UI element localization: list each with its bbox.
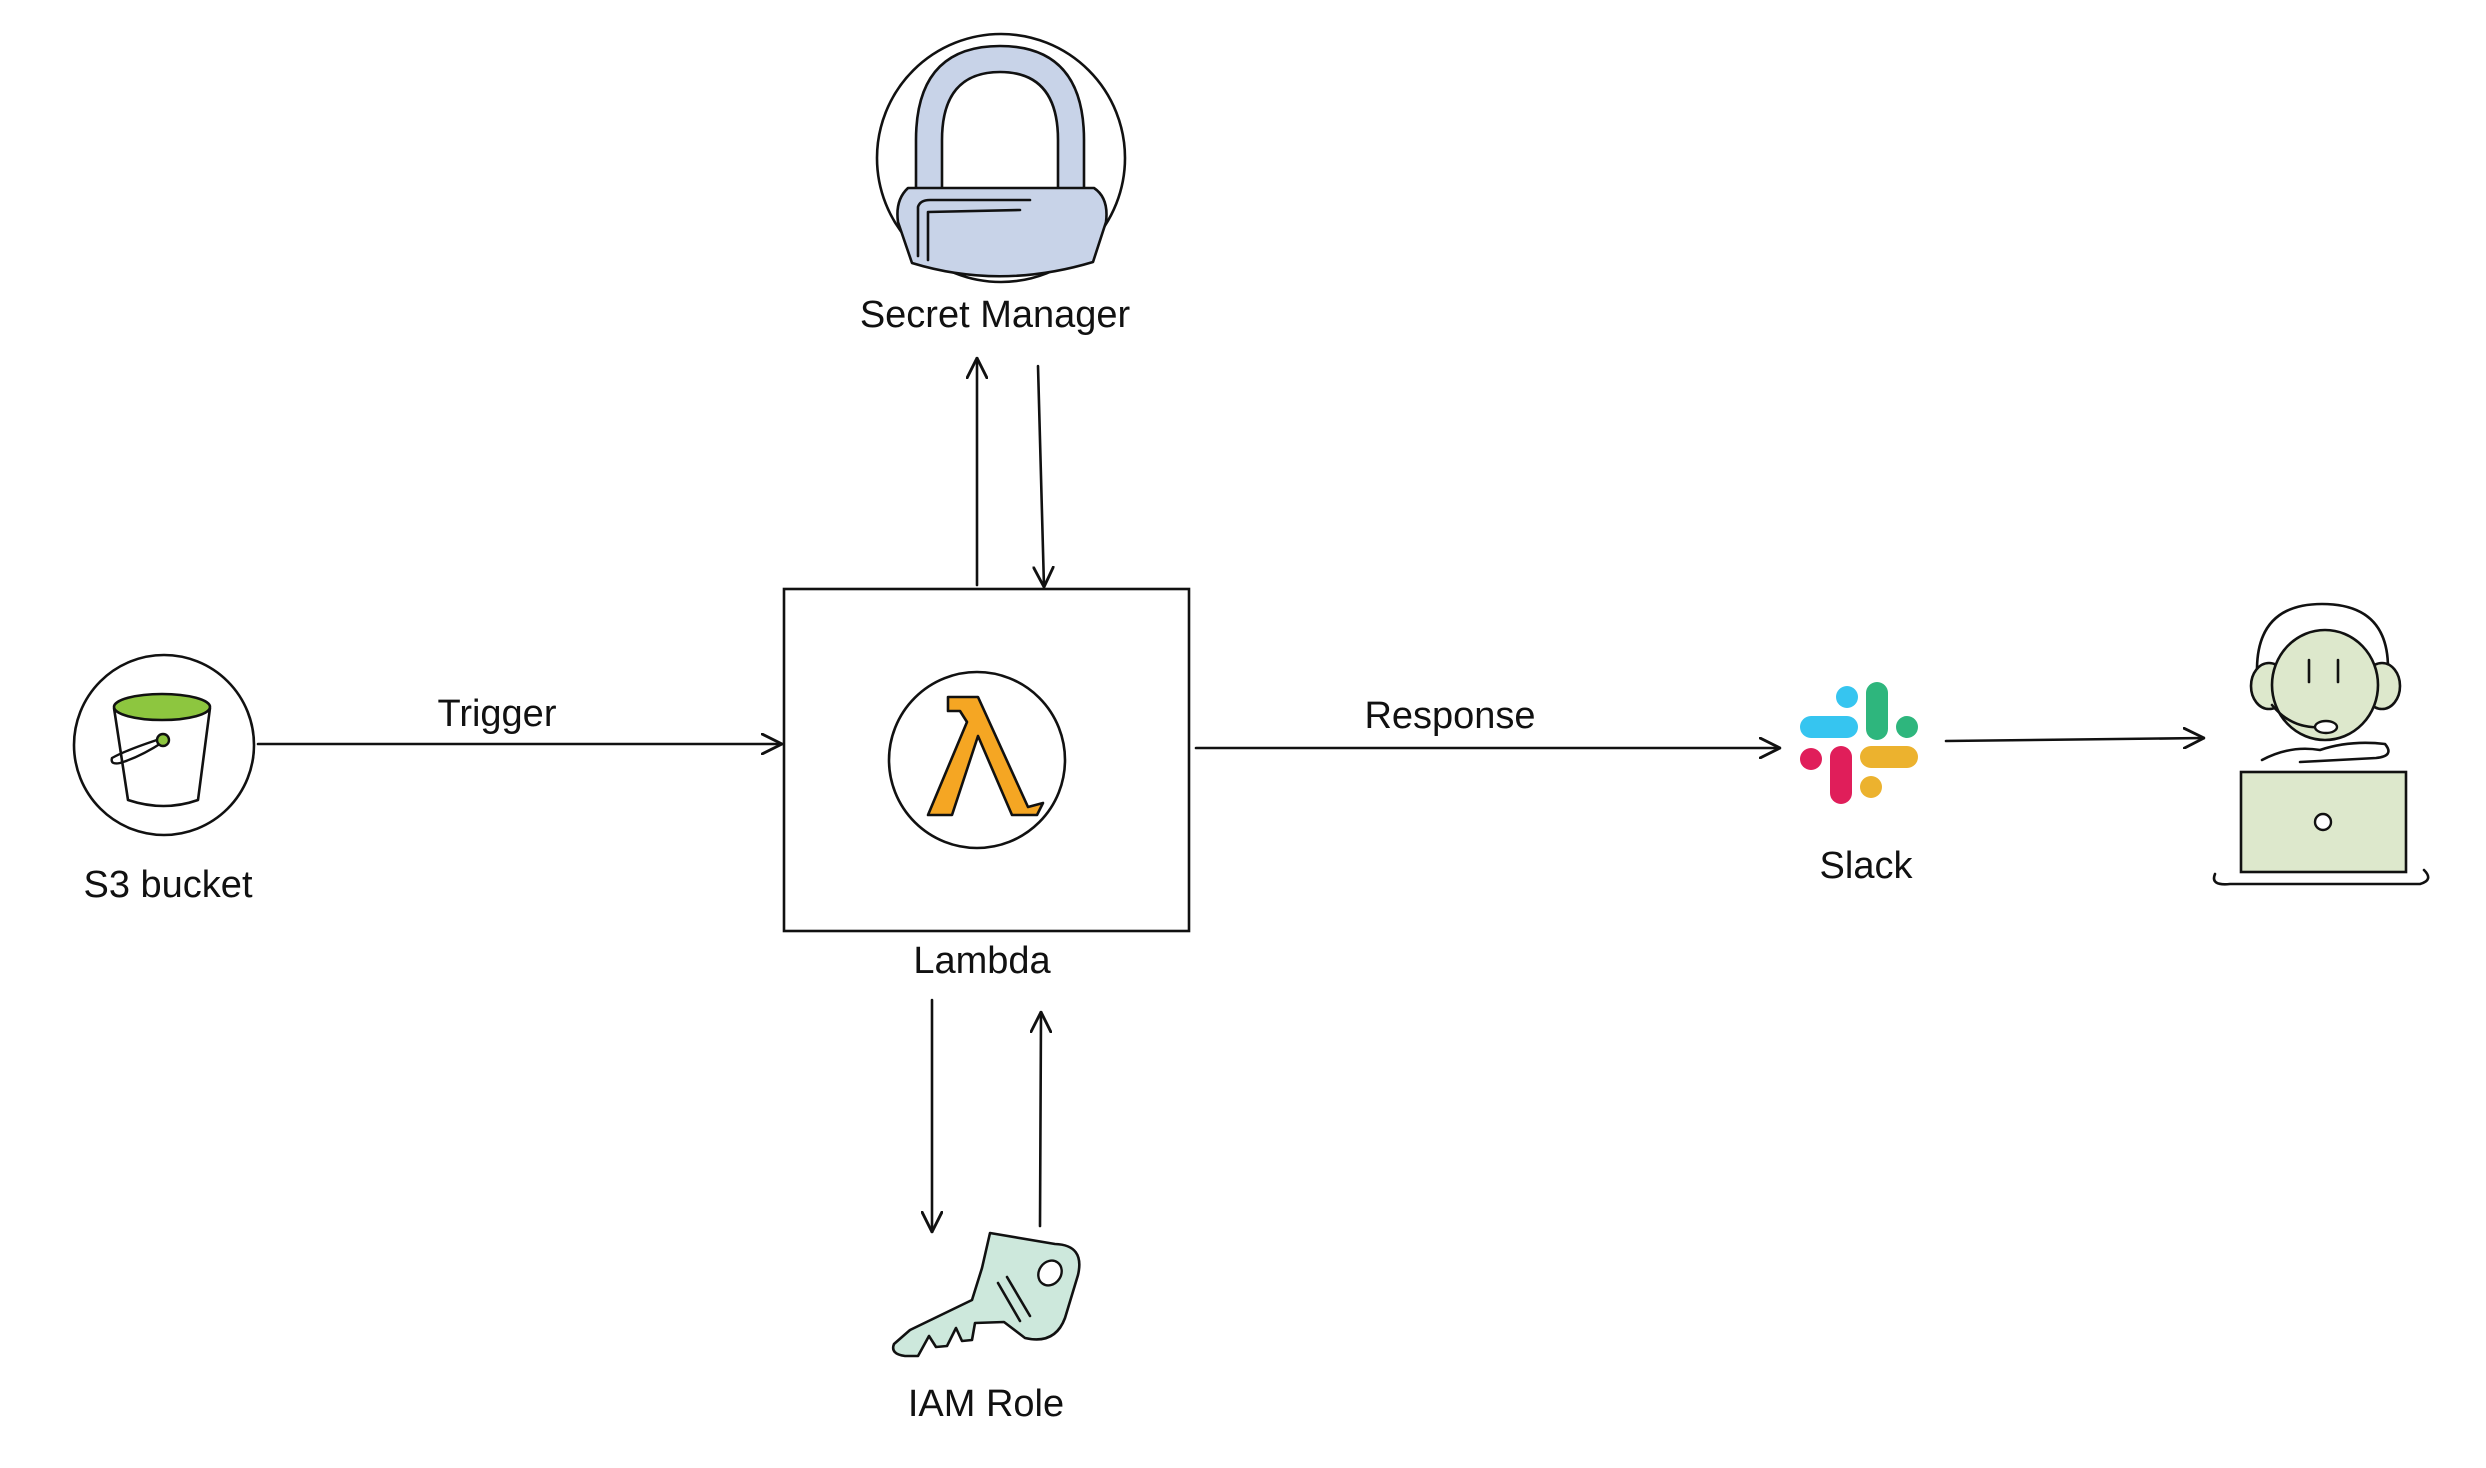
s3-bucket-node[interactable]: S3 bucket xyxy=(72,653,256,906)
lambda-node[interactable]: Lambda xyxy=(782,587,1191,982)
iam-role-node[interactable]: IAM Role xyxy=(891,1231,1081,1425)
iam-role-label: IAM Role xyxy=(908,1383,1064,1425)
slack-to-user-arrow xyxy=(1944,738,2206,741)
padlock-icon xyxy=(896,44,1108,278)
support-agent-icon xyxy=(2212,602,2430,886)
slack-node[interactable]: Slack xyxy=(1800,682,1918,887)
response-label: Response xyxy=(1364,695,1535,737)
secret-manager-label: Secret Manager xyxy=(860,294,1131,336)
response-edge: Response xyxy=(1194,695,1782,748)
slack-label: Slack xyxy=(1820,845,1914,887)
lambda-icon xyxy=(926,695,1045,817)
trigger-edge: Trigger xyxy=(256,693,784,744)
key-icon xyxy=(891,1231,1081,1358)
iam-role-to-lambda-arrow xyxy=(1040,1010,1041,1228)
slack-logo-icon xyxy=(1800,682,1918,804)
lambda-label: Lambda xyxy=(913,940,1051,982)
trigger-label: Trigger xyxy=(438,693,557,735)
secret-manager-node[interactable]: Secret Manager xyxy=(860,32,1131,336)
bucket-icon xyxy=(110,692,212,808)
s3-bucket-label: S3 bucket xyxy=(84,864,253,906)
support-agent-node[interactable] xyxy=(2212,602,2430,886)
secret-manager-to-lambda-arrow xyxy=(1038,364,1044,587)
